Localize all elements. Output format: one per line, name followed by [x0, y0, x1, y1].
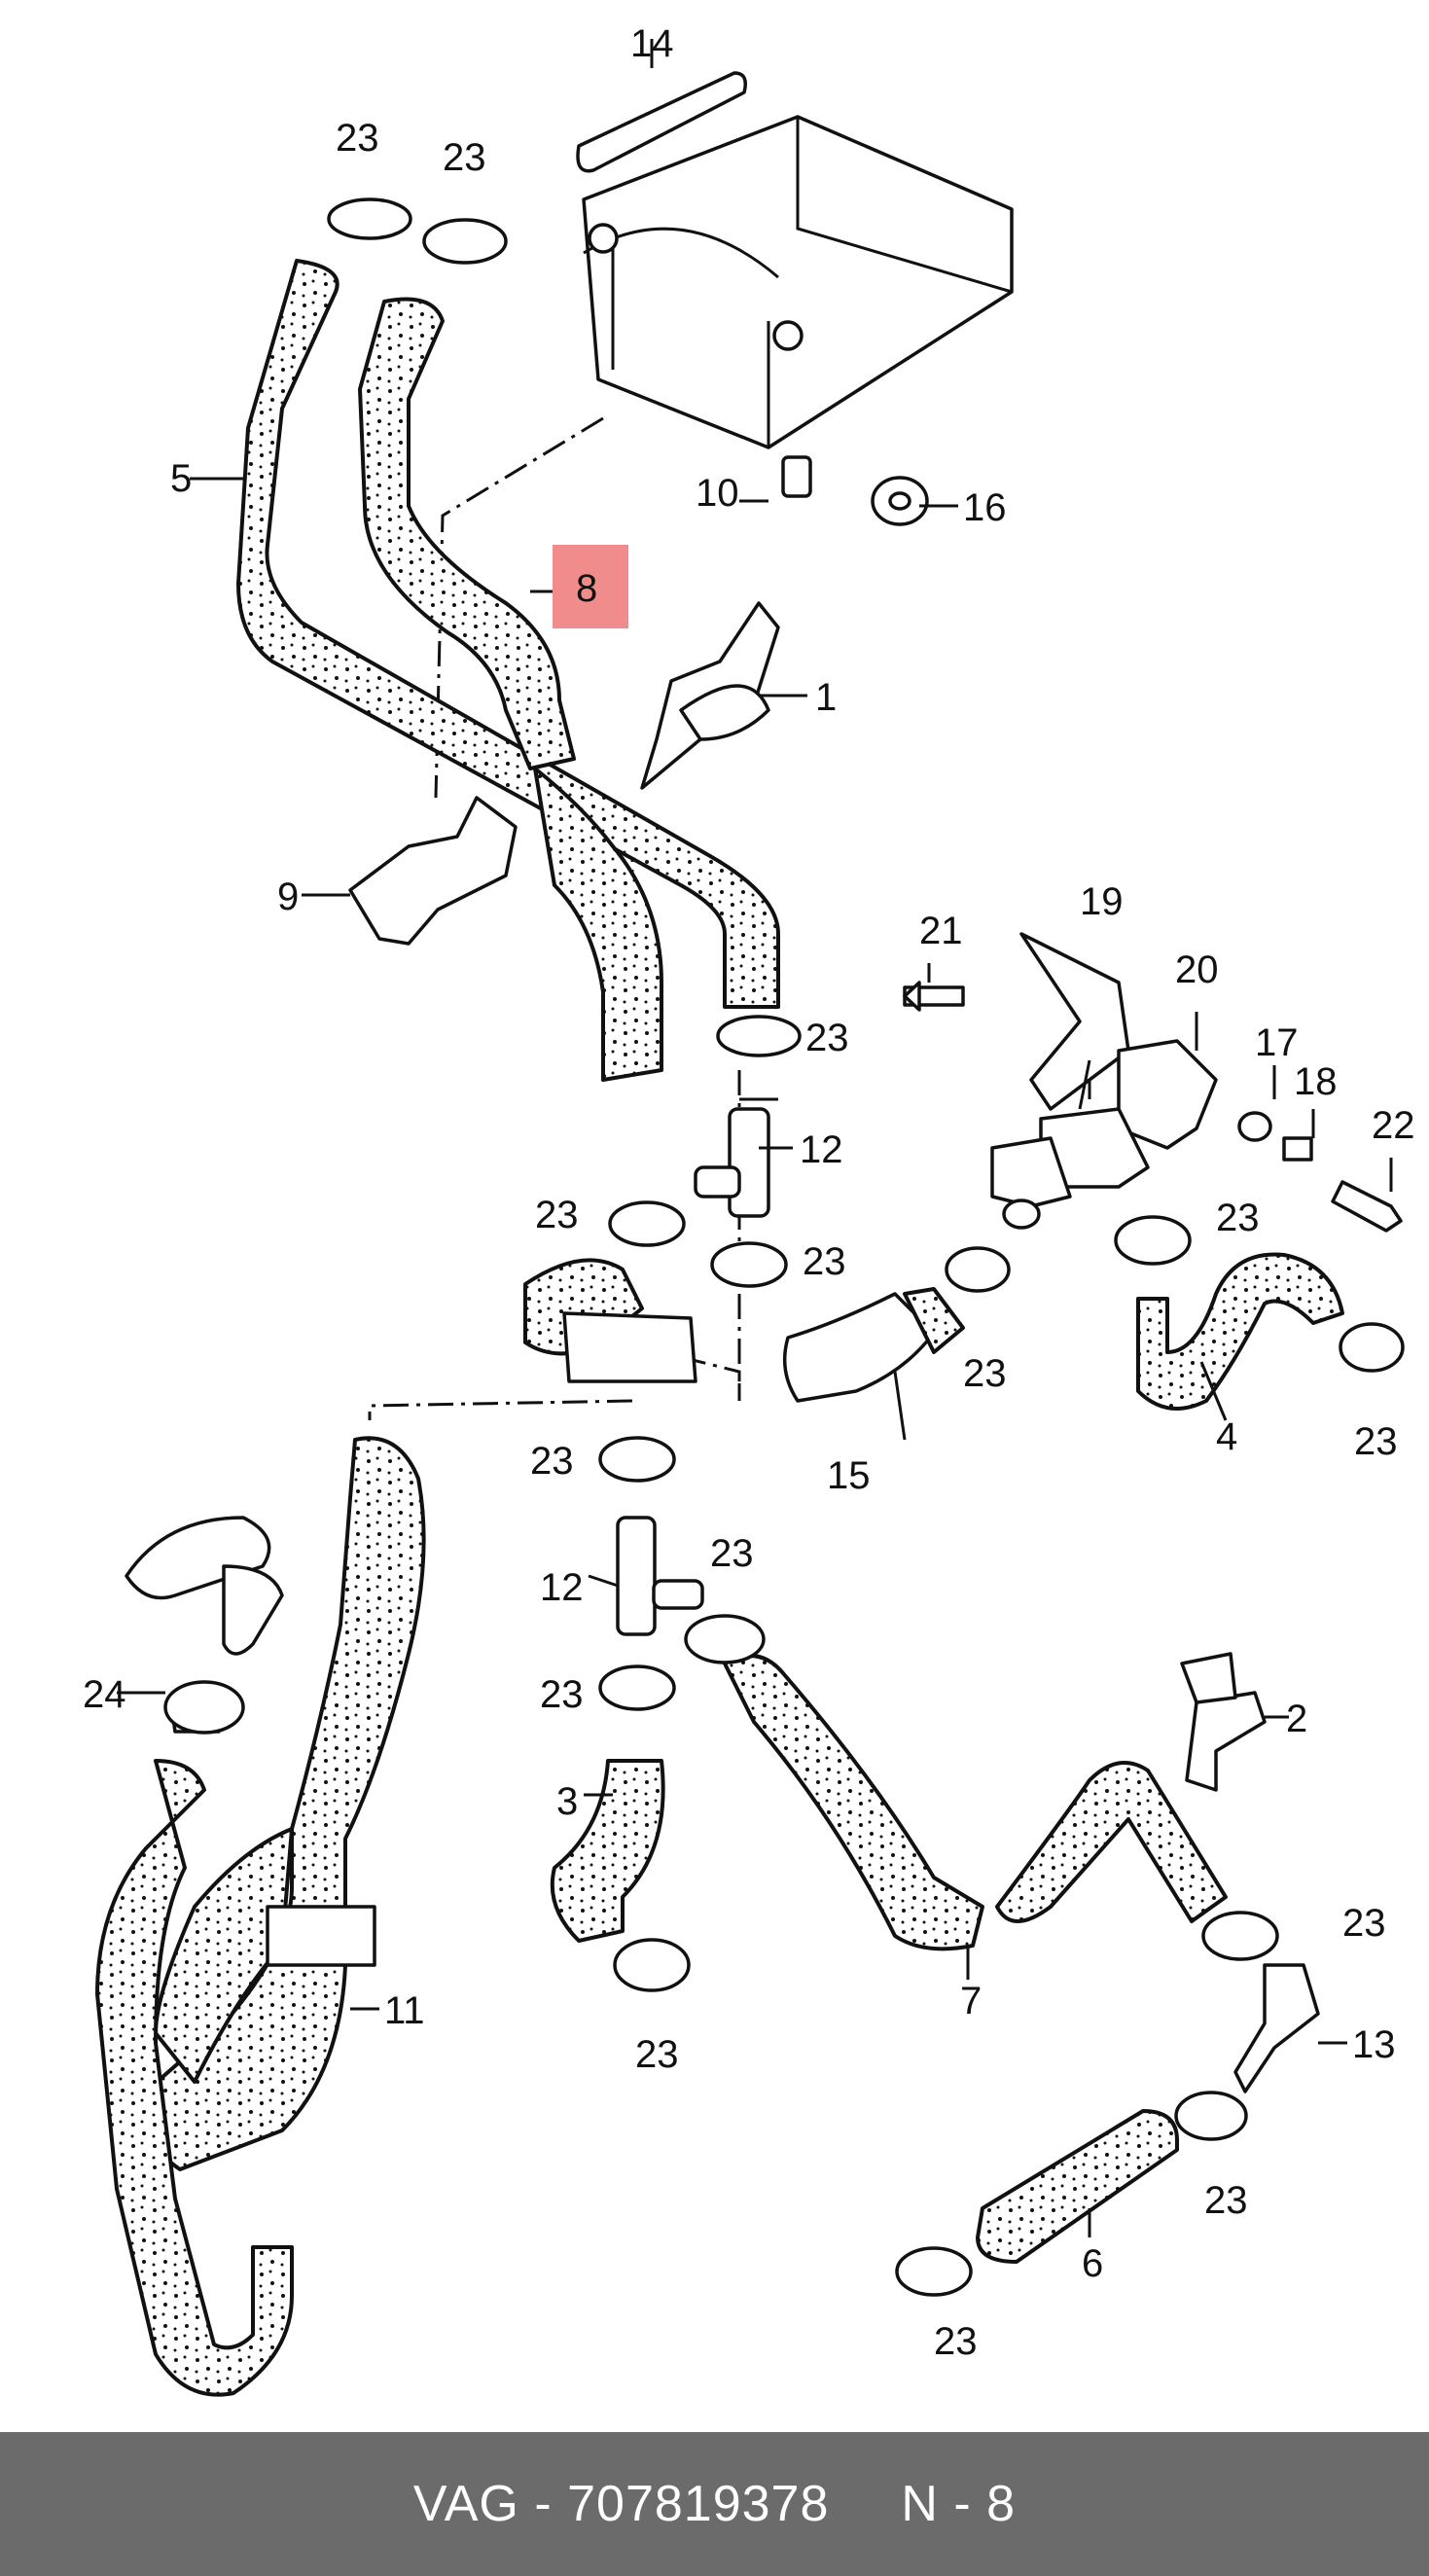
hose-clamps-part-23	[163, 197, 1405, 2297]
label-part-11: 11	[384, 1989, 425, 2032]
heater-housing	[582, 115, 1014, 498]
clip-part-2	[1180, 1652, 1267, 1792]
label-part-2: 2	[1286, 1698, 1307, 1740]
label-part-23-j: 23	[710, 1532, 754, 1575]
label-part-14: 14	[630, 22, 674, 65]
footer-brand: VAG	[412, 2476, 519, 2532]
label-part-7: 7	[960, 1980, 982, 2022]
label-part-23-k: 23	[540, 1673, 584, 1716]
label-part-23-e: 23	[803, 1240, 846, 1283]
label-part-23-l: 23	[1342, 1902, 1386, 1945]
hose-part-7	[723, 1654, 984, 1951]
label-part-23-a: 23	[336, 117, 379, 160]
label-part-15: 15	[827, 1454, 871, 1497]
footer-part-number: VAG - 707819378	[413, 2475, 829, 2533]
label-part-23-i: 23	[530, 1440, 574, 1483]
label-part-6: 6	[1082, 2242, 1103, 2285]
parts-diagram: 14 23 23 5 10 16 8 1 9 21 19 20 17 18 22…	[83, 22, 1415, 2397]
label-part-23-h: 23	[1354, 1420, 1398, 1463]
clip-part-1	[640, 601, 780, 790]
label-part-10: 10	[696, 472, 739, 515]
label-part-23-d: 23	[535, 1194, 579, 1236]
footer-number: 707819378	[567, 2476, 830, 2532]
label-part-23-f: 23	[1216, 1197, 1260, 1239]
label-part-13: 13	[1352, 2023, 1396, 2066]
label-part-3: 3	[556, 1780, 578, 1823]
label-part-9: 9	[277, 876, 299, 918]
highlight-part-8	[553, 545, 628, 628]
label-part-23-m: 23	[635, 2033, 679, 2076]
label-part-23-o: 23	[934, 2320, 978, 2363]
hose-part-15	[782, 1292, 936, 1403]
label-part-23-n: 23	[1204, 2179, 1248, 2222]
label-part-23-g: 23	[963, 1352, 1007, 1395]
t-piece-part-12-upper	[694, 1107, 770, 1218]
hose-part-8	[358, 297, 576, 770]
label-part-5: 5	[170, 457, 192, 500]
footer-ref: N - 8	[901, 2476, 1017, 2532]
label-part-19: 19	[1080, 880, 1124, 923]
clip-part-9	[348, 796, 518, 946]
footer-separator: -	[534, 2476, 553, 2532]
label-part-20: 20	[1175, 948, 1219, 991]
label-part-8: 8	[576, 567, 597, 610]
label-part-12-b: 12	[540, 1566, 584, 1609]
label-part-23-c: 23	[805, 1017, 849, 1059]
footer-bar: VAG - 707819378 N - 8	[0, 2432, 1429, 2576]
label-part-22: 22	[1372, 1104, 1415, 1147]
label-part-12-a: 12	[800, 1128, 843, 1171]
hose-part-4	[1136, 1252, 1344, 1411]
hose-part-3	[550, 1759, 665, 1943]
bracket-part-24	[125, 1516, 284, 1734]
leader-lines	[117, 39, 1393, 2237]
connector-part-13	[1233, 1963, 1320, 2093]
grommet-part-16	[871, 476, 929, 526]
insulation-strip-part-14	[576, 71, 747, 173]
label-part-23-b: 23	[443, 136, 486, 179]
label-part-24: 24	[83, 1673, 126, 1716]
label-part-16: 16	[963, 486, 1007, 529]
tube-part-15-left	[562, 1311, 697, 1383]
label-part-4: 4	[1216, 1415, 1237, 1458]
hose-part-6	[976, 2109, 1179, 2264]
label-part-1: 1	[815, 676, 837, 719]
t-piece-part-12-lower	[616, 1516, 704, 1636]
label-part-18: 18	[1294, 1060, 1338, 1103]
label-part-21: 21	[919, 910, 963, 952]
hose-part-5	[236, 259, 780, 1009]
label-part-17: 17	[1255, 1021, 1299, 1064]
valve-assembly	[903, 932, 1403, 1233]
